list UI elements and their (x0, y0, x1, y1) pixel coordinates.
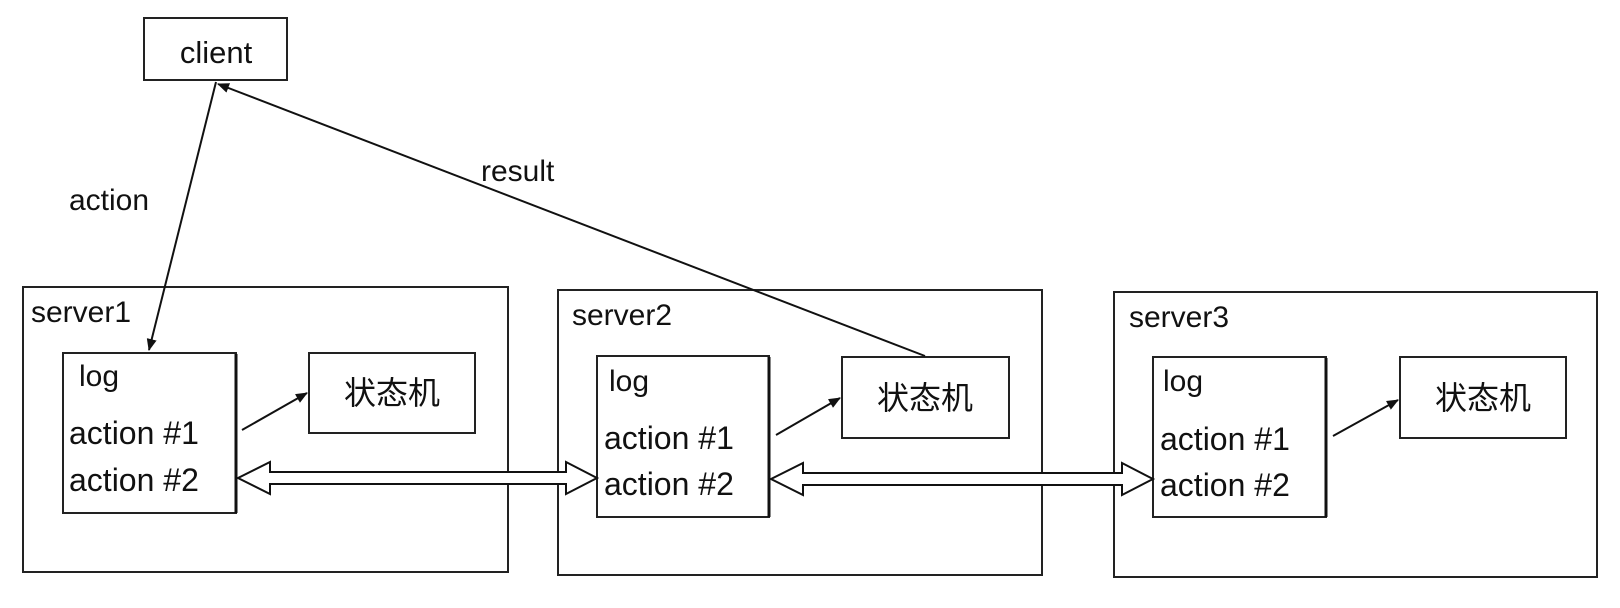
client-box (143, 17, 288, 81)
server-1: server1 log action #1 action #2 状态机 (22, 286, 509, 573)
server-1-name: server1 (31, 296, 131, 329)
server-3-log-title: log (1163, 365, 1203, 398)
server-1-log: log action #1 action #2 (62, 352, 238, 514)
server-2-name: server2 (572, 299, 672, 332)
server-3-log-entry-1: action #1 (1160, 421, 1290, 457)
result-edge-label: result (481, 155, 555, 188)
server-3-name: server3 (1129, 301, 1229, 334)
server-3-apply-arrow (1332, 399, 1399, 437)
server-3-log-box (1152, 356, 1327, 518)
server-1-apply-arrow (241, 392, 308, 431)
server-3-log: log action #1 action #2 (1152, 356, 1328, 518)
server-2: server2 log action #1 action #2 状态机 (557, 289, 1043, 576)
server-1-state-machine-label: 状态机 (344, 375, 440, 411)
server-3: server3 log action #1 action #2 状态机 (1113, 291, 1598, 578)
client-node: client (143, 17, 288, 81)
server-3-box (1113, 291, 1598, 578)
server-1-state-machine: 状态机 (308, 352, 476, 434)
server-1-log-title: log (79, 360, 119, 393)
replication-arrow-2-3 (768, 461, 1156, 497)
server-1-log-entry-1: action #1 (69, 415, 199, 451)
action-edge-label: action (69, 184, 149, 217)
server-1-log-box (62, 352, 237, 514)
server-1-log-entry-2: action #2 (69, 462, 199, 498)
server-1-state-machine-box (308, 352, 476, 434)
server-2-apply-arrow (775, 397, 841, 436)
replication-arrow-1-2 (235, 460, 600, 496)
server-1-box (22, 286, 509, 573)
server-2-state-machine-box (841, 356, 1010, 439)
server-3-log-entry-2: action #2 (1160, 467, 1290, 503)
server-2-log-entry-1: action #1 (604, 420, 734, 456)
server-2-log-entry-2: action #2 (604, 466, 734, 502)
server-2-log-title: log (609, 365, 649, 398)
server-2-state-machine-label: 状态机 (877, 380, 973, 416)
action-arrow (146, 81, 217, 351)
server-2-state-machine: 状态机 (841, 356, 1010, 439)
server-3-state-machine: 状态机 (1399, 356, 1567, 439)
client-label: client (180, 35, 253, 70)
result-arrow (217, 83, 926, 357)
server-2-box (557, 289, 1043, 576)
server-2-log: log action #1 action #2 (596, 355, 771, 518)
server-3-state-machine-box (1399, 356, 1567, 439)
server-3-state-machine-label: 状态机 (1435, 380, 1531, 416)
